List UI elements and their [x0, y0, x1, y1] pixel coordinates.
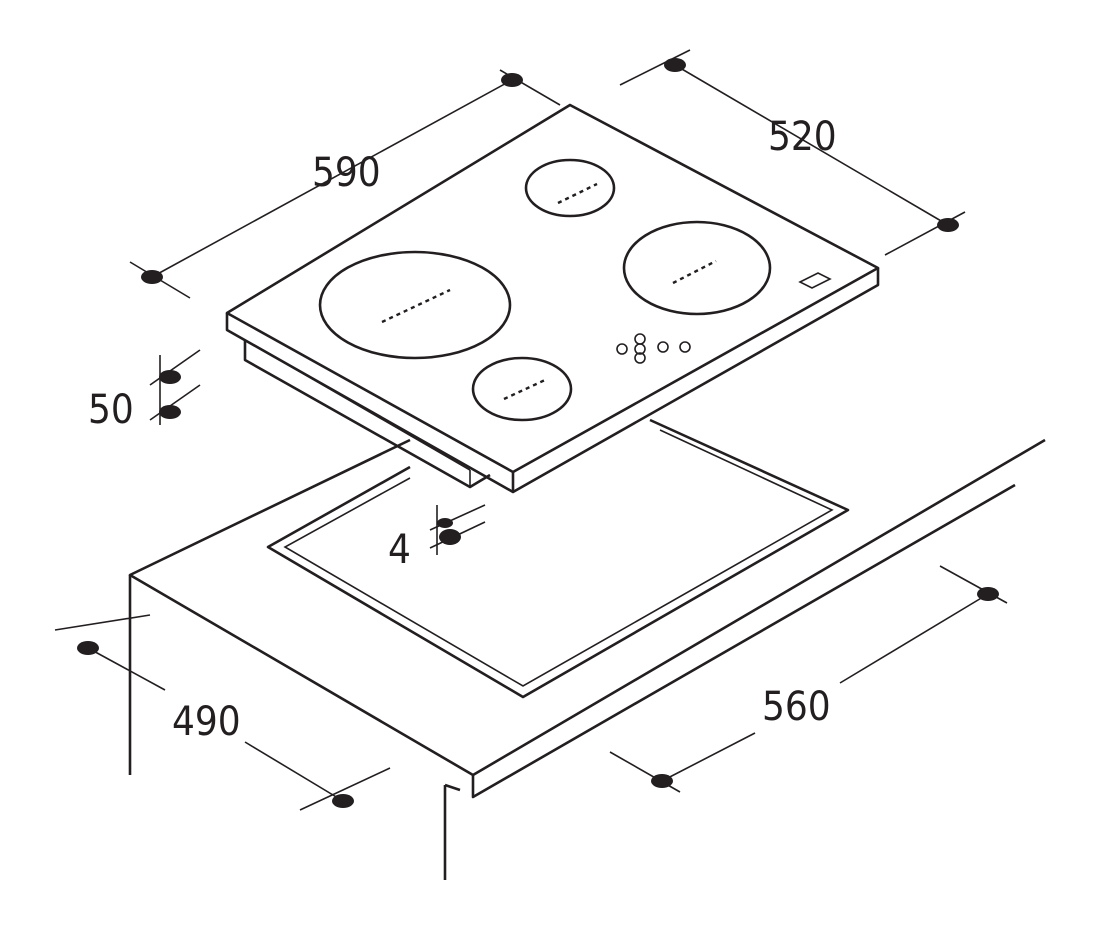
- dimension-label-cutout-depth: 490: [172, 699, 241, 745]
- hob: [225, 103, 880, 494]
- cooking-zone-front: [471, 356, 573, 422]
- dimension-label-hob-width: 590: [312, 150, 381, 196]
- display-indicator: [798, 272, 832, 289]
- cooking-zones: [318, 158, 772, 422]
- dimension-label-hob-depth: 520: [768, 114, 837, 160]
- dimension-label-cutout-width: 560: [762, 684, 831, 730]
- dimension-lines: [54, 49, 1008, 811]
- touch-controls: [616, 272, 832, 364]
- cooking-zone-right: [622, 220, 772, 316]
- cooking-zone-large: [318, 250, 512, 360]
- dimension-label-clearance: 4: [388, 527, 411, 573]
- cooking-zone-rear: [524, 158, 616, 218]
- cutout: [266, 418, 850, 699]
- dimension-label-hob-height: 50: [88, 387, 134, 433]
- countertop: [128, 438, 1046, 880]
